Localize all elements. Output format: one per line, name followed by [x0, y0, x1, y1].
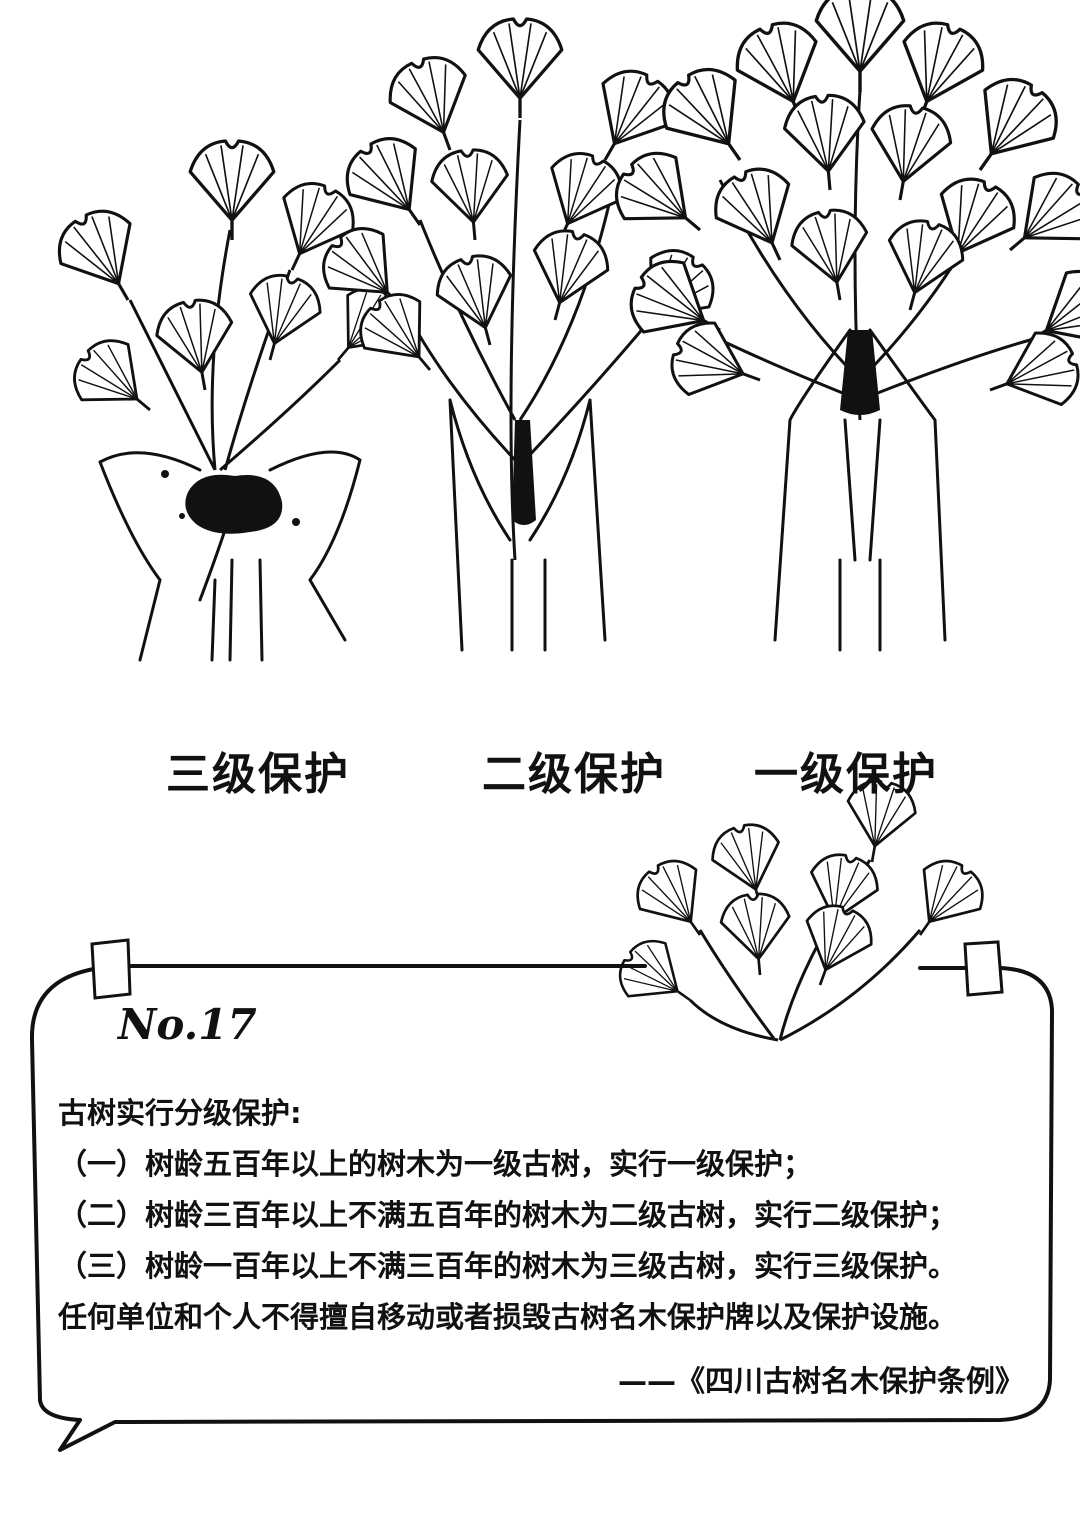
- note-body: 古树实行分级保护: （一）树龄五百年以上的树木为一级古树，实行一级保护； （二）…: [58, 1088, 1048, 1343]
- note-closing: 任何单位和个人不得擅自移动或者损毁古树名木保护牌以及保护设施。: [58, 1300, 958, 1334]
- note-heading: 古树实行分级保护:: [58, 1096, 302, 1130]
- level1-label: 一级保护: [754, 749, 938, 800]
- level2-illustration: [307, 17, 729, 652]
- level3-label: 三级保护: [166, 749, 350, 800]
- note-citation: ——《四川古树名木保护条例》: [617, 1364, 1024, 1398]
- level2-label: 二级保护: [482, 749, 666, 800]
- note-number: No.17: [118, 1000, 257, 1049]
- note-item-3: （三）树龄一百年以上不满三百年的树木为三级古树，实行三级保护。: [58, 1249, 958, 1283]
- level3-illustration: [44, 139, 418, 662]
- tape-icon: [90, 938, 132, 1000]
- note-item-2: （二）树龄三百年以上不满五百年的树木为二级古树，实行二级保护；: [58, 1198, 958, 1232]
- tape-icon: [963, 940, 1004, 997]
- hands-icon: [98, 450, 362, 662]
- note-frame: [29, 964, 1054, 1452]
- ginkgo-sprig-icon: [607, 774, 996, 1042]
- soil-clump-icon: [185, 474, 283, 534]
- level1-illustration: [600, 0, 1080, 652]
- note-item-1: （一）树龄五百年以上的树木为一级古树，实行一级保护；: [58, 1147, 813, 1181]
